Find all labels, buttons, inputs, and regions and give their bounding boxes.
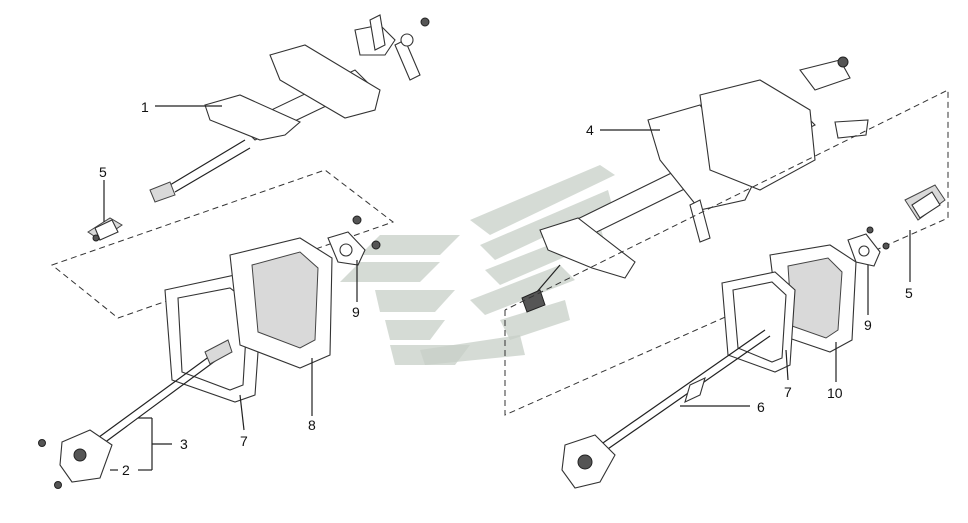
callout-9-right: 9 [864,317,872,333]
callout-7-left: 7 [240,433,248,449]
part-4-right-column [521,56,869,313]
callout-5-left: 5 [99,164,107,180]
callout-2: 2 [122,462,130,478]
dashed-outline-left [50,169,395,319]
leader-lines [103,105,911,471]
callout-6: 6 [757,399,765,415]
part-3-left-shaft [94,339,233,447]
callout-3: 3 [180,436,188,452]
callout-9-left: 9 [352,304,360,320]
part-6-right-shaft [599,329,771,452]
part-9-right-flange [847,226,890,267]
callout-4: 4 [586,122,594,138]
callout-5-right: 5 [905,285,913,301]
part-9-left-flange [327,215,381,266]
watermark-logo [340,165,615,365]
callout-1: 1 [141,99,149,115]
callout-10: 10 [827,385,843,401]
part-7-right-gasket [721,271,796,373]
part-8-left-boot [229,237,333,369]
part-5-right-ujoint [904,184,946,221]
dashed-outline-right [504,89,949,416]
part-5-left-ujoint [87,217,123,242]
callout-8: 8 [308,417,316,433]
part-1-upper-column [149,14,430,203]
part-2-left-yoke [38,429,113,489]
part-6-right-yoke [561,434,616,489]
callout-7-right: 7 [784,384,792,400]
